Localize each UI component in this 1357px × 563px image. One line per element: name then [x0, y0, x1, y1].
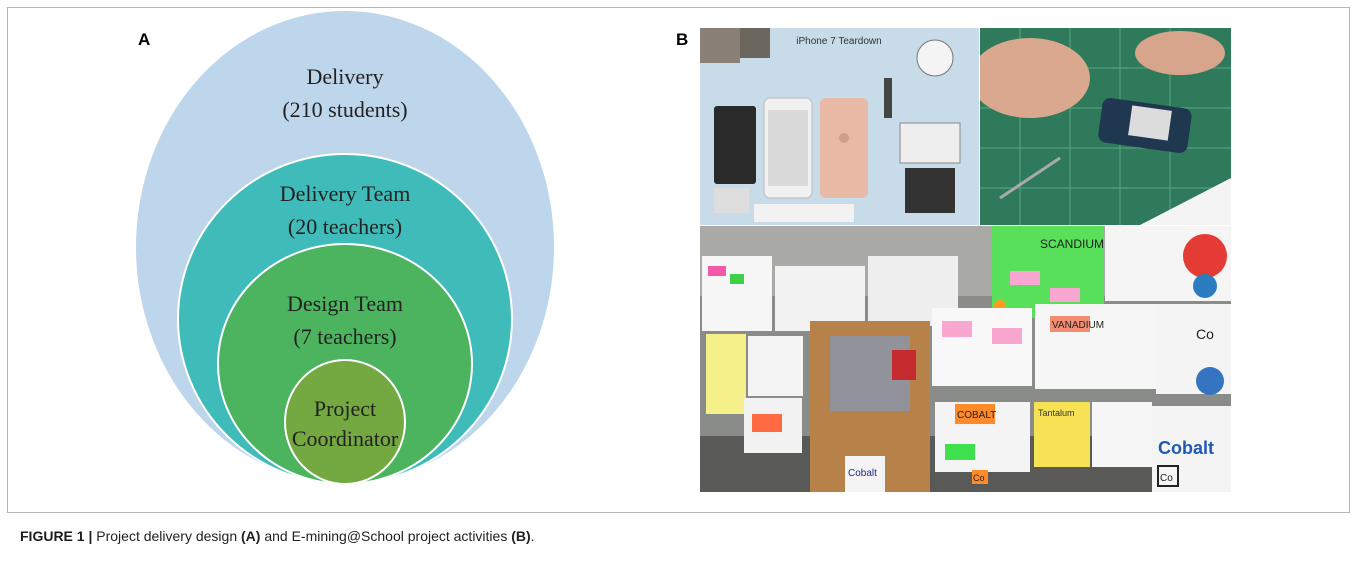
- figure-frame: [7, 7, 1350, 513]
- delivery-team-count: (20 teachers): [288, 214, 402, 239]
- figure-caption: FIGURE 1 | Project delivery design (A) a…: [20, 528, 535, 544]
- design-team-label: Design Team: [287, 291, 403, 316]
- poster-scandium: SCANDIUM: [1040, 237, 1104, 251]
- teardown-title: iPhone 7 Teardown: [796, 36, 881, 47]
- caption-ref-b: (B): [511, 528, 531, 544]
- caption-part2: and E-mining@School project activities: [260, 528, 512, 544]
- poster-cobalt-door: Cobalt: [848, 468, 877, 479]
- caption-lead: FIGURE 1 |: [20, 528, 93, 544]
- panel-a-label: A: [138, 30, 151, 49]
- ring-project-coordinator: [284, 359, 406, 485]
- teardown-photo: iPhone 7 Teardown: [700, 28, 979, 225]
- panel-b-label: B: [676, 30, 689, 49]
- poster-co-2: Co: [973, 473, 985, 483]
- delivery-count: (210 students): [282, 97, 407, 122]
- poster-cobalt-orange: COBALT: [957, 410, 996, 421]
- coordinator-label-1: Project: [314, 396, 376, 421]
- coordinator-label-2: Coordinator: [292, 426, 399, 451]
- workshop-photo: [980, 28, 1231, 225]
- poster-tantalum: Tantalum: [1038, 408, 1075, 418]
- caption-ref-a: (A): [241, 528, 261, 544]
- classroom-posters-photo: SCANDIUM Cobalt VANADIUM Co COBALT Co: [700, 226, 1231, 492]
- poster-cobalt-blue: Cobalt: [1158, 438, 1214, 458]
- delivery-label: Delivery: [307, 64, 384, 89]
- poster-co-3: Co: [1160, 473, 1173, 484]
- poster-co-1: Co: [1196, 326, 1214, 342]
- design-team-count: (7 teachers): [293, 324, 396, 349]
- poster-vanadium: VANADIUM: [1052, 320, 1104, 331]
- delivery-team-label: Delivery Team: [280, 181, 411, 206]
- caption-end: .: [530, 528, 535, 544]
- caption-part1: Project delivery design: [92, 528, 242, 544]
